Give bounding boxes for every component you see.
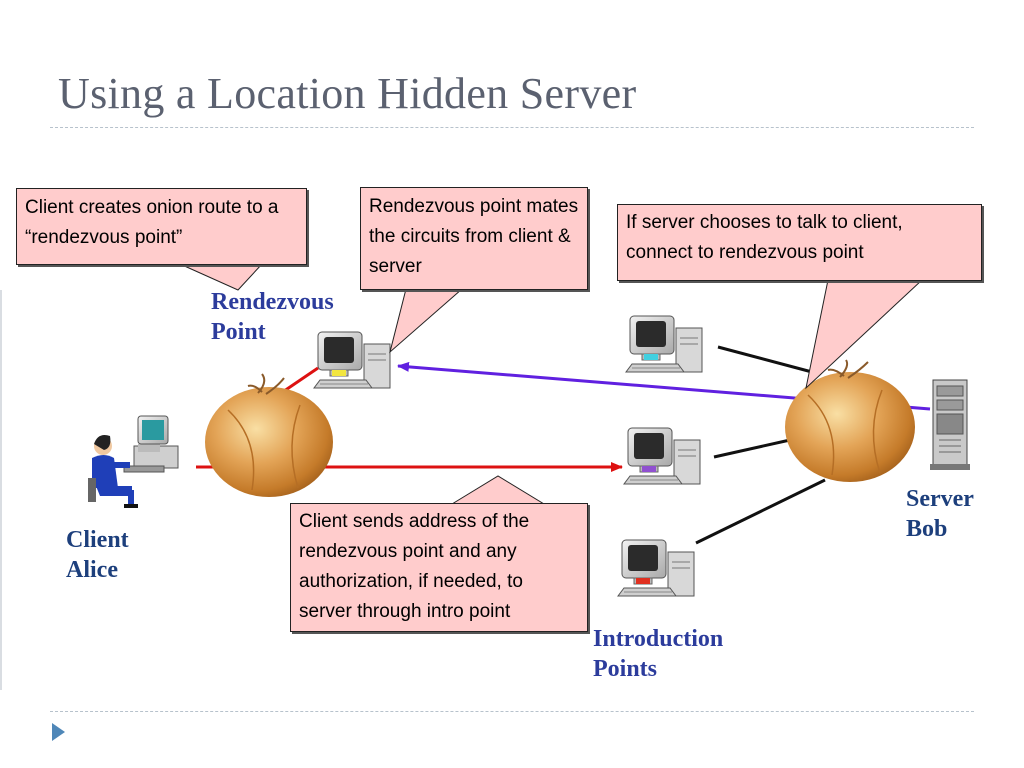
callout-server-chooses: If server chooses to talk to client, con… xyxy=(617,204,982,281)
label-client-alice: Client Alice xyxy=(66,527,129,583)
link-intro-point-1 xyxy=(717,345,813,374)
callout-rendezvous-mates: Rendezvous point mates the circuits from… xyxy=(360,187,588,290)
onion-router-client xyxy=(205,373,333,497)
intro-point-computer-icon-1 xyxy=(625,315,703,373)
label-introduction-points: Introduction Points xyxy=(593,626,724,682)
link-intro-point-2 xyxy=(713,438,791,459)
rendezvous-computer-icon xyxy=(313,331,391,389)
onion-router-server xyxy=(785,359,915,482)
callout-pointer-rendezvous xyxy=(389,288,464,354)
footer-divider xyxy=(50,711,974,712)
callout-client-sends: Client sends address of the rendezvous p… xyxy=(290,503,588,632)
left-edge-line xyxy=(0,290,2,690)
callout-pointer-server xyxy=(805,279,924,390)
label-server-bob: Server Bob xyxy=(906,486,974,542)
play-triangle-icon xyxy=(52,723,65,741)
intro-point-computer-icon-2 xyxy=(623,427,701,485)
intro-point-computer-icon-3 xyxy=(617,539,695,597)
label-rendezvous-point: Rendezvous Point xyxy=(211,289,334,345)
link-intro-point-3 xyxy=(695,478,826,545)
title-divider xyxy=(50,127,974,128)
callout-onion-route: Client creates onion route to a “rendezv… xyxy=(16,188,307,265)
slide-title: Using a Location Hidden Server xyxy=(58,69,637,118)
server-tower-icon xyxy=(930,379,970,470)
client-user-icon xyxy=(88,415,179,508)
callout-pointer-client-sends xyxy=(450,475,546,505)
